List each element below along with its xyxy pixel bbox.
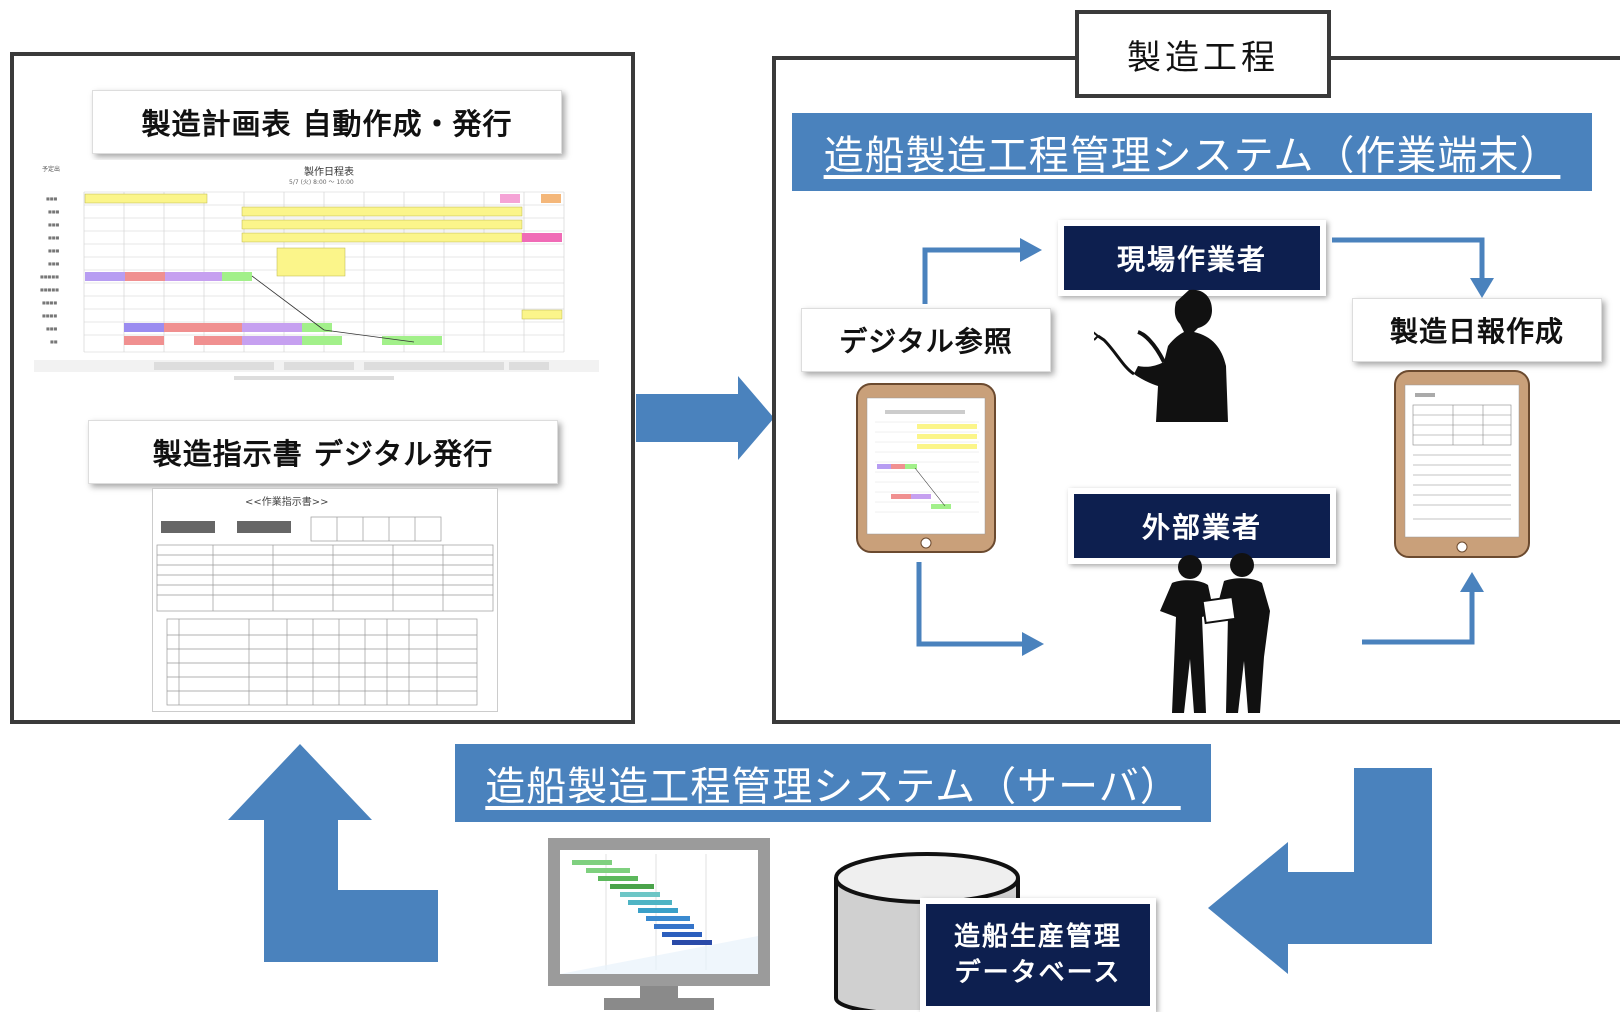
schedule-subtitle: 5/7 (火) 8:00 ～ 10:00 xyxy=(289,179,354,186)
instruction-label: 製造指示書 デジタル発行 xyxy=(88,420,558,484)
schedule-grid: ■■■■■■■■■ ■■■■■■■■■ ■■■■■■■■■■■■■■ ■■■■■… xyxy=(34,191,599,380)
svg-text:■■■■■: ■■■■■ xyxy=(40,287,59,292)
svg-text:■■■: ■■■ xyxy=(48,235,60,240)
database-label: 造船生産管理 データベース xyxy=(920,898,1156,1012)
server-system-banner: 造船製造工程管理システム（サーバ） xyxy=(455,744,1211,822)
svg-text:■■■■: ■■■■ xyxy=(42,300,57,305)
flow-arrow-right xyxy=(636,376,774,460)
plan-label: 製造計画表 自動作成・発行 xyxy=(92,90,562,154)
svg-text:■■■: ■■■ xyxy=(46,326,58,331)
schedule-corner-text: 予定出 xyxy=(42,166,61,173)
svg-text:■■■: ■■■ xyxy=(48,209,60,214)
workers-silhouette-icon xyxy=(1160,553,1270,713)
database-label-line2: データベース xyxy=(954,958,1122,988)
field-worker-label: 現場作業者 xyxy=(1058,220,1326,296)
instruction-doc-title: <<作業指示書>> xyxy=(245,497,329,508)
svg-text:■■■■■: ■■■■■ xyxy=(40,274,59,279)
instruction-document-thumbnail: <<作業指示書>> xyxy=(152,488,498,712)
tablet-icon xyxy=(1394,370,1530,558)
instruction-doc-lines xyxy=(156,516,494,706)
monitor-icon xyxy=(548,838,770,1010)
svg-text:■■■■: ■■■■ xyxy=(42,313,57,318)
svg-text:■■: ■■ xyxy=(50,339,58,344)
welder-silhouette-icon xyxy=(1094,289,1228,422)
tablet-icon xyxy=(856,383,996,553)
svg-text:■■■: ■■■ xyxy=(48,222,60,227)
svg-text:■■■: ■■■ xyxy=(48,261,60,266)
process-tab-label: 製造工程 xyxy=(1075,10,1331,98)
return-arrow-up xyxy=(228,744,438,962)
svg-text:■■■: ■■■ xyxy=(46,196,58,201)
process-flow-lines xyxy=(916,237,1494,656)
schedule-title: 製作日程表 xyxy=(304,167,354,178)
schedule-chart-thumbnail: 予定出 製作日程表 5/7 (火) 8:00 ～ 10:00 ■■■■■■■■■… xyxy=(34,160,599,392)
terminal-system-banner: 造船製造工程管理システム（作業端末） xyxy=(792,113,1592,191)
svg-text:■■■: ■■■ xyxy=(48,248,60,253)
database-label-line1: 造船生産管理 xyxy=(953,922,1122,952)
external-vendor-label: 外部業者 xyxy=(1068,488,1336,564)
digital-reference-label: デジタル参照 xyxy=(801,308,1051,372)
return-arrow-down-left xyxy=(1208,768,1432,974)
daily-report-label: 製造日報作成 xyxy=(1352,298,1602,362)
